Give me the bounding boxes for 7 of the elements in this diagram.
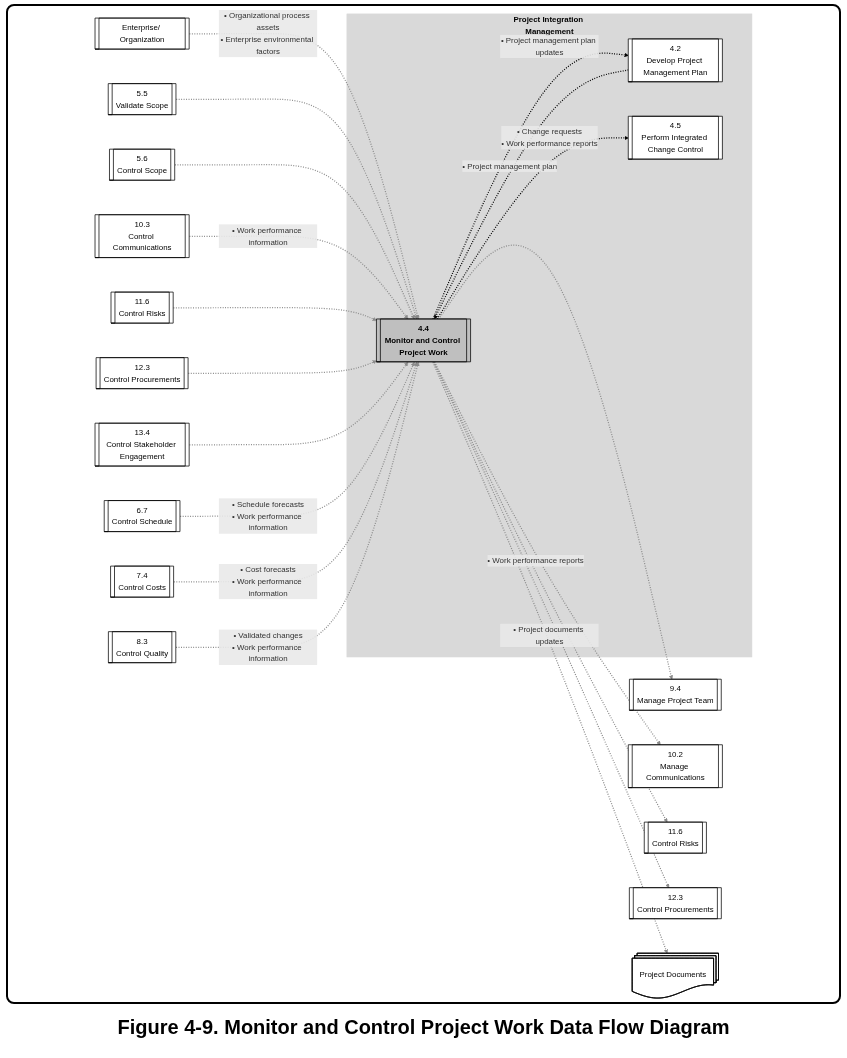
- arrow: [438, 244, 674, 680]
- arrow: [436, 135, 629, 320]
- arrow: [173, 361, 418, 583]
- arrow: [188, 361, 409, 446]
- arrow: [175, 361, 420, 649]
- figure-caption: Figure 4-9. Monitor and Control Project Work Data Flow Diagram: [117, 1016, 730, 1039]
- arrow: [434, 361, 661, 746]
